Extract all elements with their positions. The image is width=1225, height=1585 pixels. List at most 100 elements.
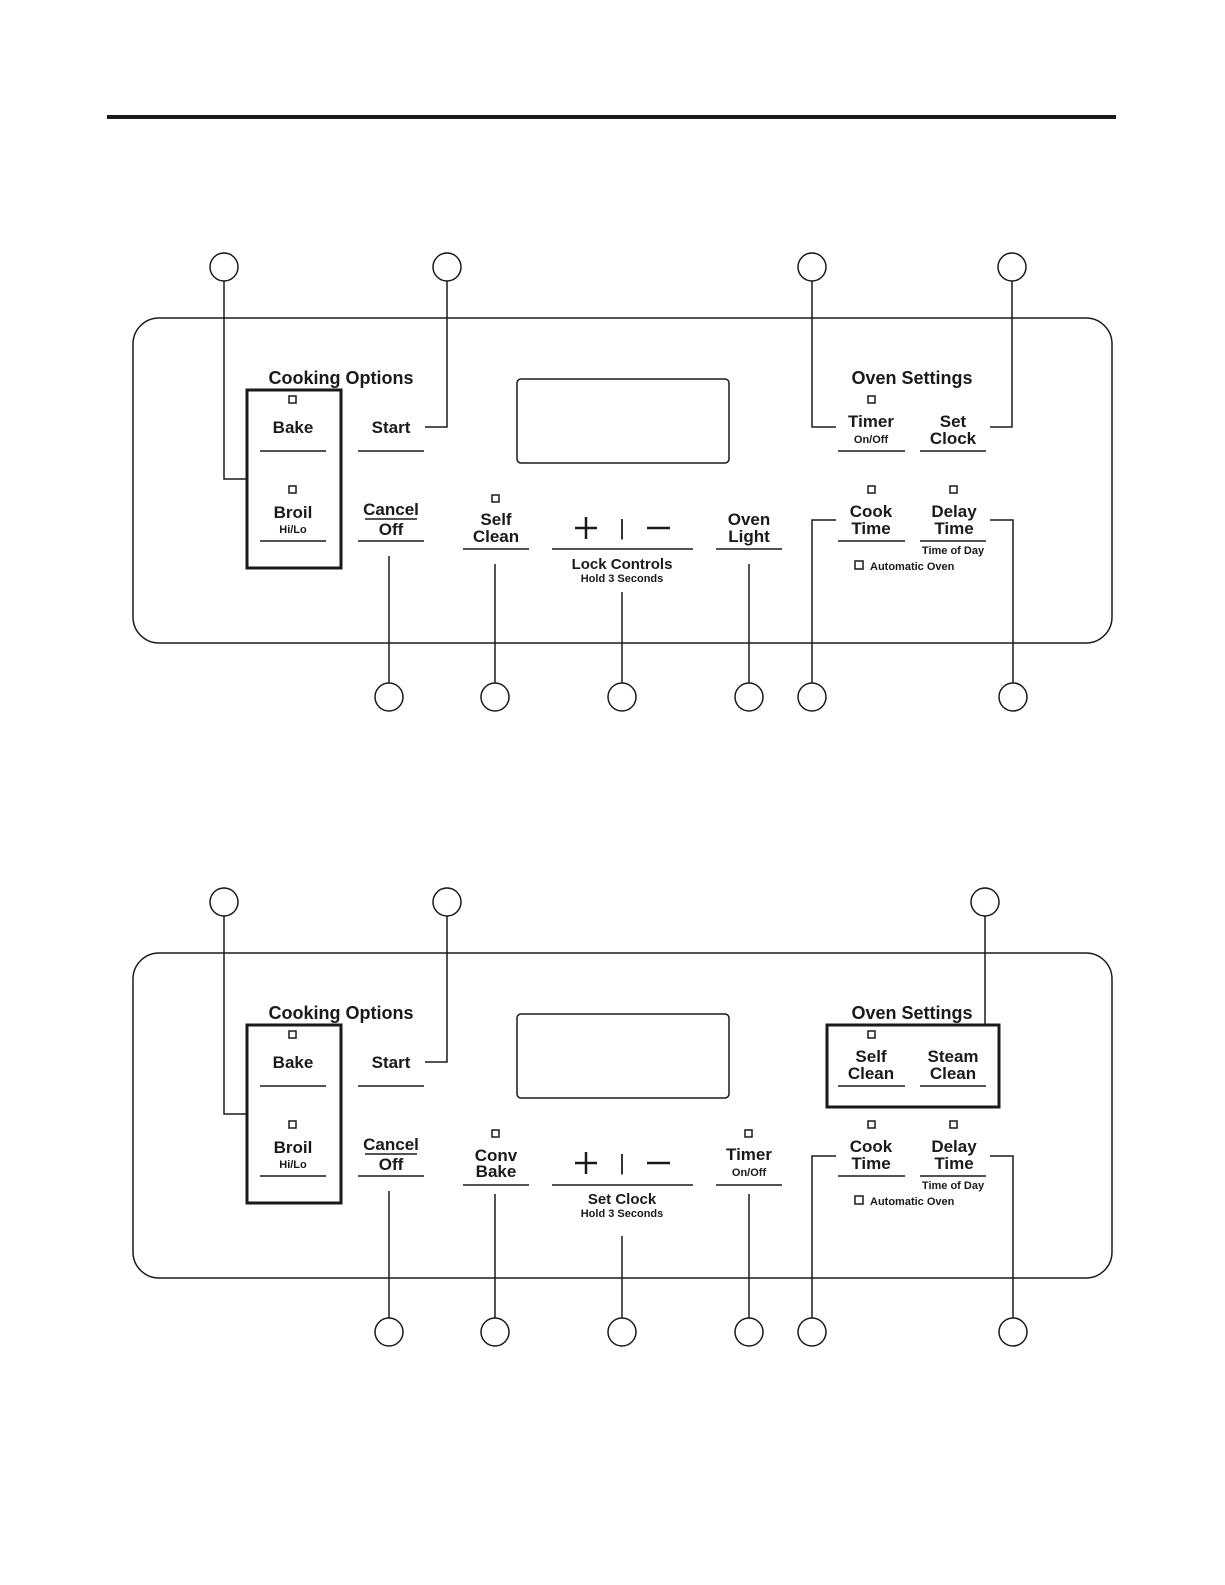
self-clean-button-1[interactable]: Self Clean <box>461 505 531 549</box>
clean-label: Clean <box>473 527 519 546</box>
time-label: Time <box>851 519 890 538</box>
broil-button-1[interactable]: Broil Hi/Lo <box>256 496 330 540</box>
plus-button-2[interactable] <box>566 1145 606 1181</box>
cook-label: Cook <box>850 502 893 521</box>
cancel-label: Cancel <box>363 1135 419 1154</box>
set-label: Set <box>940 412 967 431</box>
start-label: Start <box>372 418 411 437</box>
hold-3-seconds-label: Hold 3 Seconds <box>581 573 664 585</box>
set-clock-label: Set Clock <box>588 1191 657 1208</box>
timer-sub-label: On/Off <box>732 1167 767 1179</box>
panel-1: Cooking Options Oven Settings Bake Broil… <box>132 252 1113 712</box>
delay-time-button-2[interactable]: Delay Time <box>918 1131 990 1175</box>
broil-sub-label: Hi/Lo <box>279 524 307 536</box>
steam-clean-label: Clean <box>930 1064 976 1083</box>
conv-bake-button-2[interactable]: Conv Bake <box>461 1140 531 1184</box>
broil-sub-label: Hi/Lo <box>279 1159 307 1171</box>
cook-label: Cook <box>850 1137 893 1156</box>
self-clean-indicator-2 <box>867 1030 876 1039</box>
start-button-1[interactable]: Start <box>356 406 426 450</box>
callout-circle <box>374 682 404 712</box>
self-label: Self <box>480 510 512 529</box>
self-clean-label: Clean <box>848 1064 894 1083</box>
clock-label: Clock <box>930 429 977 448</box>
callout-circle <box>607 682 637 712</box>
delay-time-indicator-2 <box>949 1120 958 1129</box>
bake-indicator-1 <box>288 395 297 404</box>
panel-2: Cooking Options Oven Settings Bake Broil… <box>132 887 1113 1347</box>
bake-button-1[interactable]: Bake <box>256 406 330 450</box>
oven-settings-heading-1: Oven Settings <box>851 368 972 388</box>
self-label: Self <box>855 1047 887 1066</box>
callout-circle <box>480 1317 510 1347</box>
broil-indicator-2 <box>288 1120 297 1129</box>
light-label: Light <box>728 527 770 546</box>
minus-button-2[interactable] <box>638 1145 678 1181</box>
callout-circle <box>797 252 827 282</box>
delay-time-indicator-1 <box>949 485 958 494</box>
cooking-options-heading-2: Cooking Options <box>269 1003 414 1023</box>
conv-label: Conv <box>475 1146 518 1165</box>
automatic-oven-label-2: Automatic Oven <box>870 1196 955 1208</box>
delay-time-label: Time <box>934 1154 973 1173</box>
lock-controls-label: Lock Controls <box>572 556 673 573</box>
oven-settings-heading-2: Oven Settings <box>851 1003 972 1023</box>
steam-clean-button-2[interactable]: Steam Clean <box>918 1041 990 1085</box>
delay-time-button-1[interactable]: Delay Time <box>918 496 990 540</box>
cook-time-button-2[interactable]: Cook Time <box>836 1131 908 1175</box>
automatic-oven-label-1: Automatic Oven <box>870 561 955 573</box>
callout-circle <box>734 1317 764 1347</box>
oven-settings-group-2 <box>825 1023 1001 1109</box>
minus-button-1[interactable] <box>638 510 678 546</box>
oven-light-button-1[interactable]: Oven Light <box>714 505 784 549</box>
self-clean-indicator-1 <box>491 494 500 503</box>
bake-button-2[interactable]: Bake <box>256 1041 330 1085</box>
set-clock-button-1[interactable]: Set Clock <box>918 406 990 450</box>
callout-circle <box>797 682 827 712</box>
cancel-off-button-1[interactable]: Cancel Off <box>356 496 426 540</box>
automatic-oven-indicator-1 <box>854 560 864 570</box>
timer-label: Timer <box>848 412 894 431</box>
set-clock-button-2[interactable]: Set Clock Hold 3 Seconds <box>552 1187 693 1221</box>
cancel-off-button-2[interactable]: Cancel Off <box>356 1131 426 1175</box>
time-of-day-label-1: Time of Day <box>922 545 985 557</box>
callout-circle <box>997 252 1027 282</box>
callout-circle <box>209 252 239 282</box>
display-2 <box>516 1013 730 1099</box>
bake-indicator-2 <box>288 1030 297 1039</box>
start-button-2[interactable]: Start <box>356 1041 426 1085</box>
conv-bake-indicator-2 <box>491 1129 500 1138</box>
off-label: Off <box>379 520 404 539</box>
delay-time-label: Time <box>934 519 973 538</box>
callout-circle <box>209 887 239 917</box>
self-clean-button-2[interactable]: Self Clean <box>836 1041 908 1085</box>
bake-label: Bake <box>273 1053 314 1072</box>
timer-indicator-2 <box>744 1129 753 1138</box>
timer-sub-label: On/Off <box>854 434 889 446</box>
plus-minus-separator-2: | <box>619 1150 625 1175</box>
callout-circle <box>374 1317 404 1347</box>
callout-circle <box>734 682 764 712</box>
callout-circle <box>432 252 462 282</box>
time-of-day-label-2: Time of Day <box>922 1180 985 1192</box>
panel-2-outline <box>132 952 1113 1279</box>
callout-circle <box>998 1317 1028 1347</box>
cook-time-indicator-1 <box>867 485 876 494</box>
display-1 <box>516 378 730 464</box>
delay-label: Delay <box>931 1137 977 1156</box>
timer-indicator-1 <box>867 395 876 404</box>
lock-controls-button-1[interactable]: Lock Controls Hold 3 Seconds <box>552 551 693 585</box>
broil-button-2[interactable]: Broil Hi/Lo <box>256 1131 330 1175</box>
plus-button-1[interactable] <box>566 510 606 546</box>
timer-button-2[interactable]: Timer On/Off <box>714 1140 784 1184</box>
off-label: Off <box>379 1155 404 1174</box>
plus-minus-separator-1: | <box>619 515 625 540</box>
time-label: Time <box>851 1154 890 1173</box>
steam-label: Steam <box>927 1047 978 1066</box>
timer-button-1[interactable]: Timer On/Off <box>836 406 908 450</box>
cook-time-button-1[interactable]: Cook Time <box>836 496 908 540</box>
cook-time-indicator-2 <box>867 1120 876 1129</box>
callout-circle <box>432 887 462 917</box>
callout-circle <box>797 1317 827 1347</box>
